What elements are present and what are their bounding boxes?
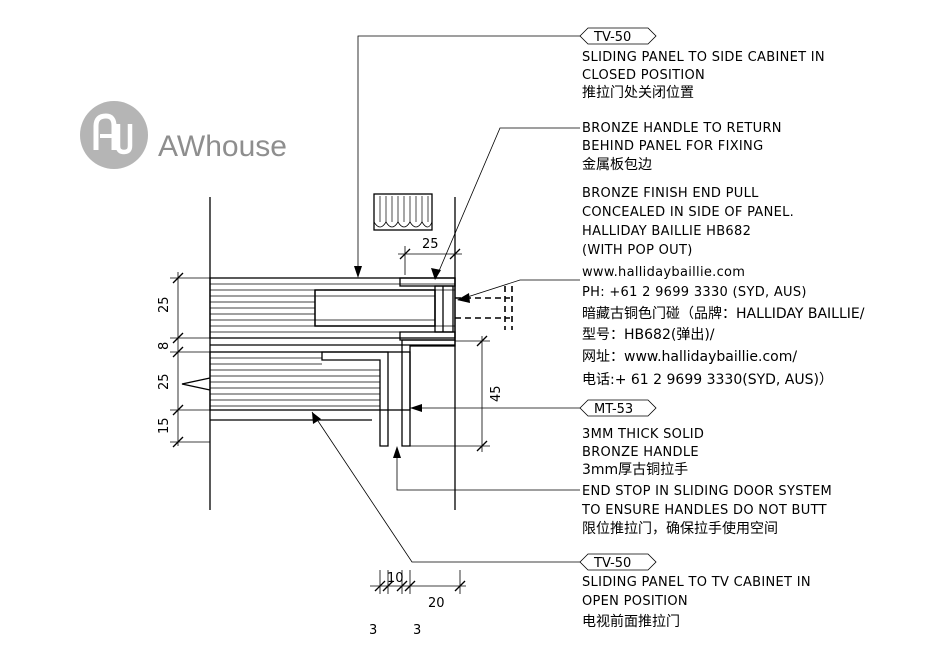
svg-text:型号：HB682(弹出)/: 型号：HB682(弹出)/ <box>582 327 715 343</box>
top-block <box>373 193 433 231</box>
svg-text:SLIDING PANEL TO TV CABINET IN: SLIDING PANEL TO TV CABINET IN <box>582 575 811 590</box>
upper-sliding-panel <box>209 277 456 341</box>
note-sliding-panel-closed: SLIDING PANEL TO SIDE CABINET IN CLOSED … <box>582 50 825 101</box>
svg-text:OPEN POSITION: OPEN POSITION <box>582 594 688 609</box>
svg-text:HALLIDAY BAILLIE HB682: HALLIDAY BAILLIE HB682 <box>582 224 751 239</box>
cabinet-walls <box>209 197 456 510</box>
tag-tv50-bottom: TV-50 <box>579 553 657 571</box>
svg-text:BRONZE HANDLE TO RETURN: BRONZE HANDLE TO RETURN <box>582 121 782 136</box>
right-dimension: 45 <box>410 335 504 452</box>
top-dimension: 25 <box>398 237 462 275</box>
dim-left-15: 15 <box>157 417 172 434</box>
dim-left-25-bottom: 25 <box>157 373 172 390</box>
svg-text:3mm厚古铜拉手: 3mm厚古铜拉手 <box>582 462 688 478</box>
svg-text:BRONZE FINISH END PULL: BRONZE FINISH END PULL <box>582 186 759 201</box>
dim-right-45: 45 <box>489 385 504 402</box>
note-bronze-handle: 3MM THICK SOLID BRONZE HANDLE 3mm厚古铜拉手 <box>582 427 704 478</box>
leader-lines <box>311 35 580 563</box>
svg-text:限位推拉门，确保拉手使用空间: 限位推拉门，确保拉手使用空间 <box>582 520 778 537</box>
note-end-pull: BRONZE FINISH END PULL CONCEALED IN SIDE… <box>582 186 865 388</box>
dim-bottom-3-right: 3 <box>413 623 421 638</box>
bronze-handles <box>321 339 456 447</box>
note-bronze-handle-return: BRONZE HANDLE TO RETURN BEHIND PANEL FOR… <box>582 121 782 173</box>
tag-mt53: MT-53 <box>579 399 657 417</box>
note-end-stop: END STOP IN SLIDING DOOR SYSTEM TO ENSUR… <box>581 484 832 537</box>
note-sliding-panel-open: SLIDING PANEL TO TV CABINET IN OPEN POSI… <box>582 575 811 630</box>
bottom-dimensions: 10 20 3 3 <box>369 570 466 638</box>
tag-tv50-top: TV-50 <box>579 27 657 45</box>
pop-out-pull <box>455 286 513 330</box>
dim-bottom-20: 20 <box>428 596 445 611</box>
dim-bottom-10: 10 <box>387 571 404 586</box>
tag-mt53-label: MT-53 <box>594 402 633 417</box>
svg-text:PH: +61 2 9699 3330 (SYD, AUS): PH: +61 2 9699 3330 (SYD, AUS) <box>582 285 807 300</box>
svg-text:推拉门处关闭位置: 推拉门处关闭位置 <box>582 85 694 101</box>
svg-text:SLIDING PANEL TO SIDE CABINET: SLIDING PANEL TO SIDE CABINET IN <box>582 50 825 65</box>
dim-left-8: 8 <box>157 342 172 350</box>
tag-tv50-top-label: TV-50 <box>593 30 631 45</box>
svg-text:3MM THICK SOLID: 3MM THICK SOLID <box>582 427 704 442</box>
svg-text:BRONZE HANDLE: BRONZE HANDLE <box>582 445 699 460</box>
left-dimensions: 25 8 25 15 <box>157 272 210 448</box>
svg-text:CONCEALED IN SIDE OF PANEL.: CONCEALED IN SIDE OF PANEL. <box>582 205 794 220</box>
svg-text:金属板包边: 金属板包边 <box>582 157 652 173</box>
awhouse-logo: AWhouse <box>80 101 287 169</box>
svg-text:网址：www.hallidaybaillie.com/: 网址：www.hallidaybaillie.com/ <box>582 349 797 365</box>
svg-text:END STOP IN SLIDING DOOR SYSTE: END STOP IN SLIDING DOOR SYSTEM <box>582 484 832 499</box>
svg-text:www.hallidaybaillie.com: www.hallidaybaillie.com <box>582 265 745 280</box>
logo-brand-text: AWhouse <box>158 130 287 163</box>
svg-text:暗藏古铜色门碰（品牌：HALLIDAY BAILLIE/: 暗藏古铜色门碰（品牌：HALLIDAY BAILLIE/ <box>582 305 865 322</box>
dim-left-25-top: 25 <box>157 296 172 313</box>
tag-tv50-bottom-label: TV-50 <box>593 556 631 571</box>
svg-text:电话:+ 61 2 9699 3330(SYD, AUS)）: 电话:+ 61 2 9699 3330(SYD, AUS)） <box>582 372 833 388</box>
dim-bottom-3-left: 3 <box>369 623 377 638</box>
svg-text:TO ENSURE HANDLES DO NOT BUTT: TO ENSURE HANDLES DO NOT BUTT <box>581 503 827 518</box>
svg-text:(WITH POP OUT): (WITH POP OUT) <box>582 243 693 258</box>
svg-text:CLOSED POSITION: CLOSED POSITION <box>582 68 705 83</box>
svg-text:BEHIND PANEL FOR FIXING: BEHIND PANEL FOR FIXING <box>582 139 763 154</box>
svg-text:电视前面推拉门: 电视前面推拉门 <box>582 613 680 630</box>
dim-top-25: 25 <box>422 237 439 252</box>
